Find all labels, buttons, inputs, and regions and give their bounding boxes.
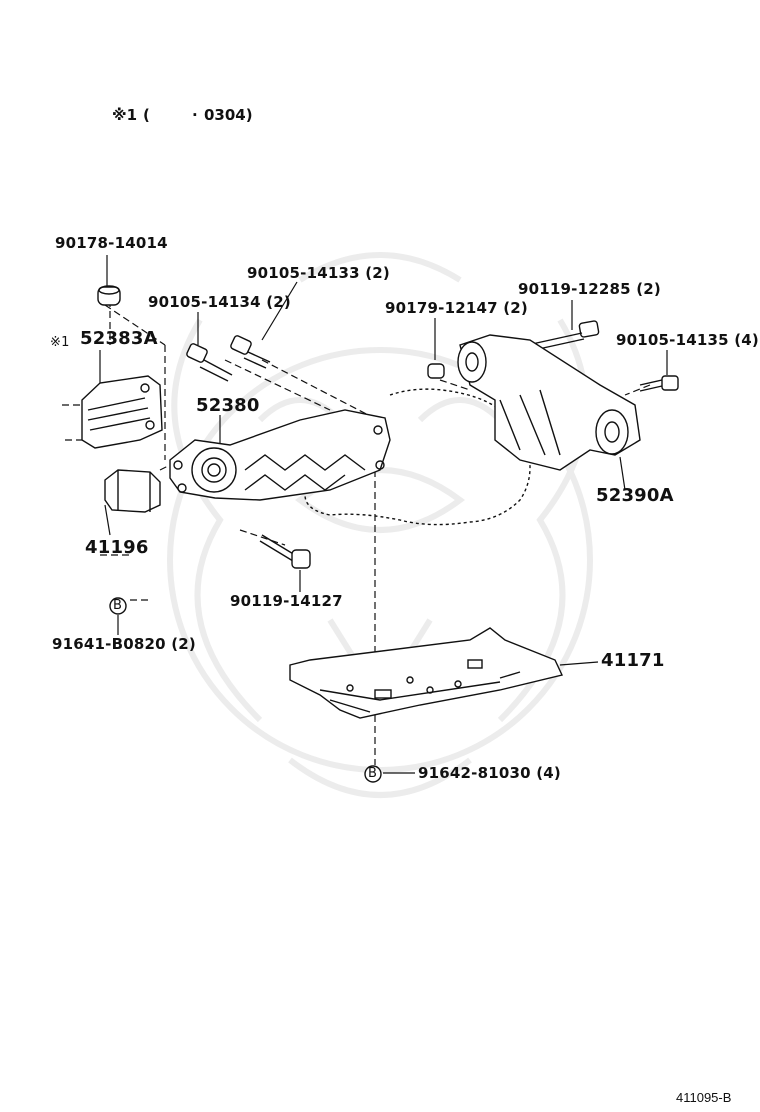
note-code: 0304)	[204, 106, 253, 124]
bolt-marker-b-91641-text: B	[113, 598, 123, 613]
bolt-90105-14133	[230, 335, 271, 369]
mount-bracket-52390A	[457, 334, 641, 471]
label-91641-B0820: 91641-B0820 (2)	[52, 635, 196, 653]
note-open-paren: (	[143, 106, 150, 124]
bolt-marker-b-91642-text: B	[368, 766, 378, 781]
bolt-90105-14135	[639, 375, 679, 392]
label-41196: 41196	[85, 537, 149, 558]
note-dash: ·	[192, 106, 198, 124]
bolt-marker-b-91641	[109, 597, 127, 615]
label-91642-81030: 91642-81030 (4)	[418, 764, 561, 782]
stopper-41196	[104, 469, 161, 513]
bracket-52383A	[81, 375, 163, 449]
label-90119-14127: 90119-14127	[230, 592, 343, 610]
label-90105-14134: 90105-14134 (2)	[148, 293, 291, 311]
label-90105-14133: 90105-14133 (2)	[247, 264, 390, 282]
nut-90178-14014	[97, 285, 121, 306]
label-52380: 52380	[196, 395, 260, 416]
label-90105-14135: 90105-14135 (4)	[616, 331, 759, 349]
crossmember-41171	[289, 627, 563, 719]
label-90178-14014: 90178-14014	[55, 234, 168, 252]
figure-number: 411095-B	[676, 1090, 732, 1105]
note-mark: ※1	[112, 106, 138, 124]
label-52383A-mark: ※1	[50, 335, 70, 350]
bolt-90105-14134	[186, 343, 233, 382]
label-90179-12147: 90179-12147 (2)	[385, 299, 528, 317]
nut-90179-12147	[427, 363, 445, 379]
label-52383A: 52383A	[80, 328, 158, 349]
label-41171: 41171	[601, 650, 665, 671]
transmission-outline	[304, 388, 531, 526]
bolt-marker-b-91642	[364, 765, 382, 783]
label-52390A: 52390A	[596, 485, 674, 506]
mount-bracket-52380	[169, 409, 391, 501]
label-90119-12285: 90119-12285 (2)	[518, 280, 661, 298]
bolt-90119-14127	[259, 534, 311, 569]
